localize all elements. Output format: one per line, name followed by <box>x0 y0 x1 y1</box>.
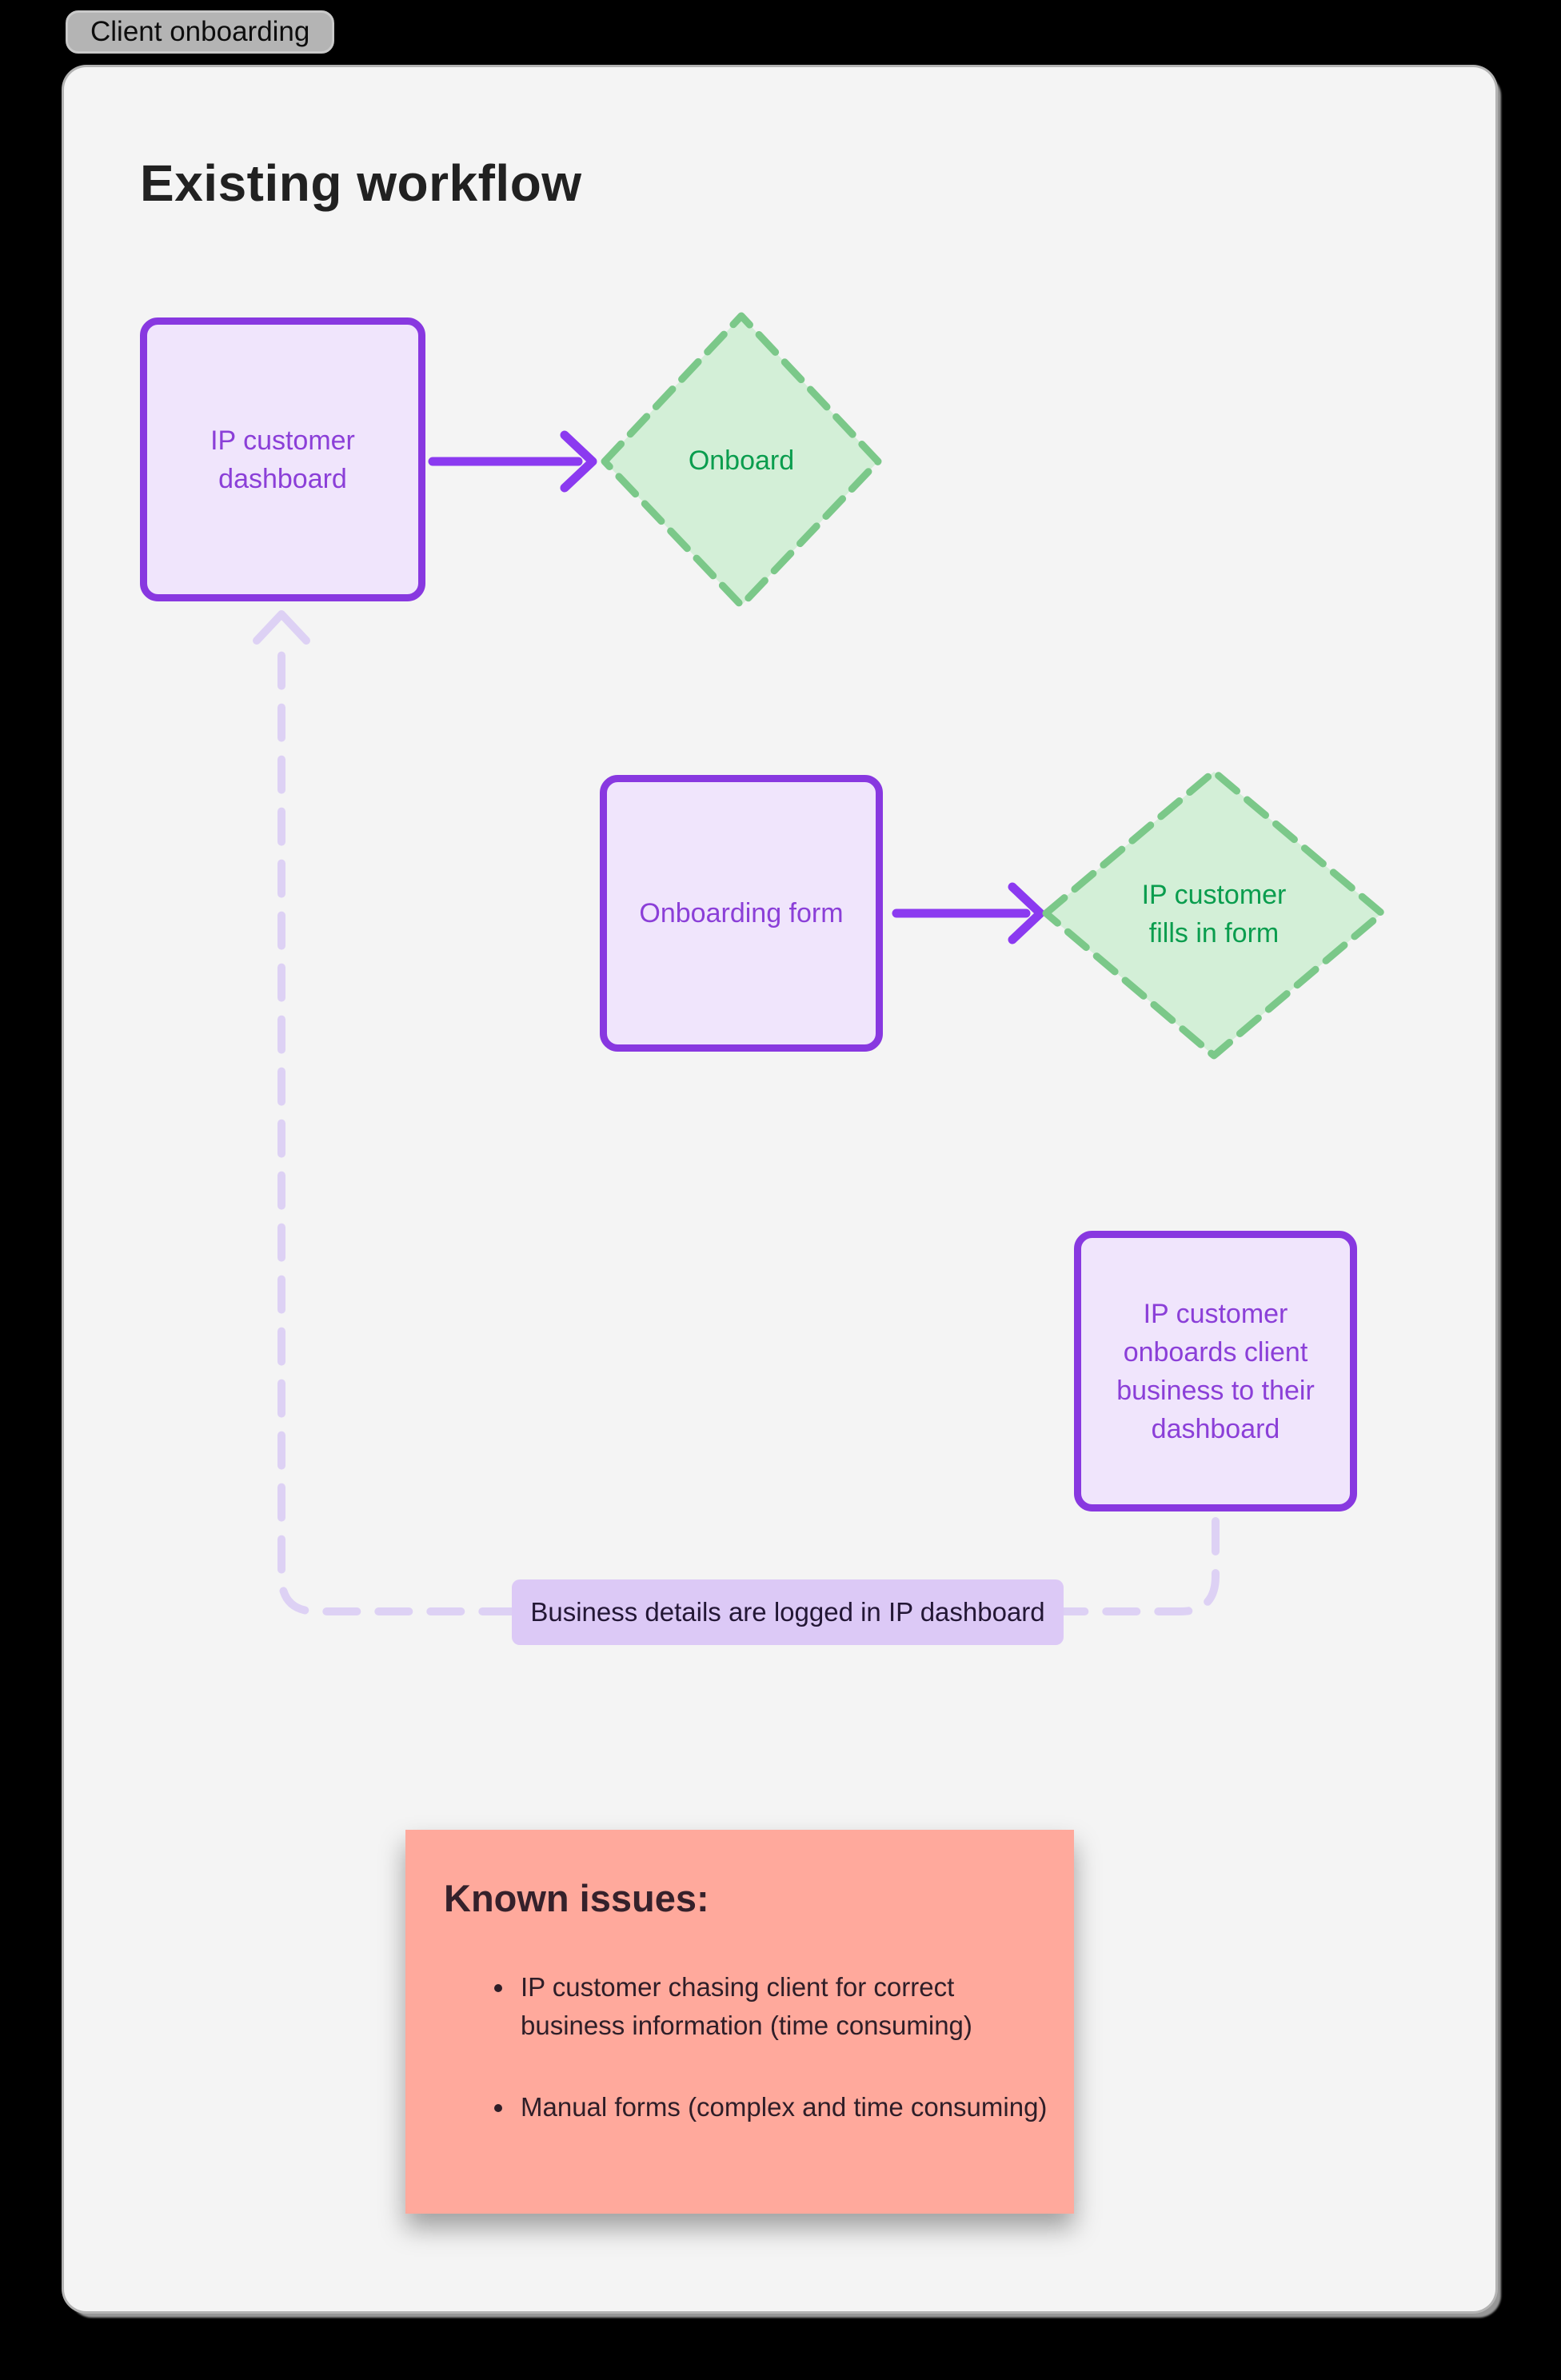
node-label-ip-customer-fills-in-form[interactable]: IP customer fills in form <box>1141 879 1287 948</box>
feedback-arrowhead-icon <box>253 610 310 645</box>
node-ip-customer-fills-in-form[interactable] <box>1042 768 1386 1060</box>
known-issue-item: IP customer chasing client for correct b… <box>516 1968 1058 2045</box>
arrowhead-right-icon <box>1008 882 1045 944</box>
node-label-onboarding-form[interactable]: Onboarding form <box>639 898 844 928</box>
node-label-ip-customer-onboards-client[interactable]: IP customer onboards client business to … <box>1116 1298 1315 1444</box>
node-ip-customer-dashboard[interactable] <box>140 317 425 601</box>
board-tab-label: Client onboarding <box>90 16 310 47</box>
known-issue-item: Manual forms (complex and time consuming… <box>516 2088 1058 2126</box>
node-onboarding-form[interactable] <box>600 775 883 1052</box>
known-issues-title: Known issues: <box>444 1877 709 1919</box>
node-label-onboard[interactable]: Onboard <box>688 445 795 476</box>
node-label-ip-customer-dashboard[interactable]: IP customer dashboard <box>210 425 355 494</box>
known-issues-list: IP customer chasing client for correct b… <box>444 1968 1058 2126</box>
board-tab[interactable]: Client onboarding <box>66 10 335 54</box>
edge-label-business-details[interactable]: Business details are logged in IP dashbo… <box>512 1579 1064 1645</box>
node-ip-customer-onboards-client[interactable] <box>1074 1231 1357 1511</box>
node-onboard[interactable] <box>601 312 882 609</box>
arrowhead-right-icon <box>560 430 597 493</box>
page-title[interactable]: Existing workflow <box>140 154 582 212</box>
known-issues-note[interactable]: Known issues: IP customer chasing client… <box>405 1830 1074 2214</box>
